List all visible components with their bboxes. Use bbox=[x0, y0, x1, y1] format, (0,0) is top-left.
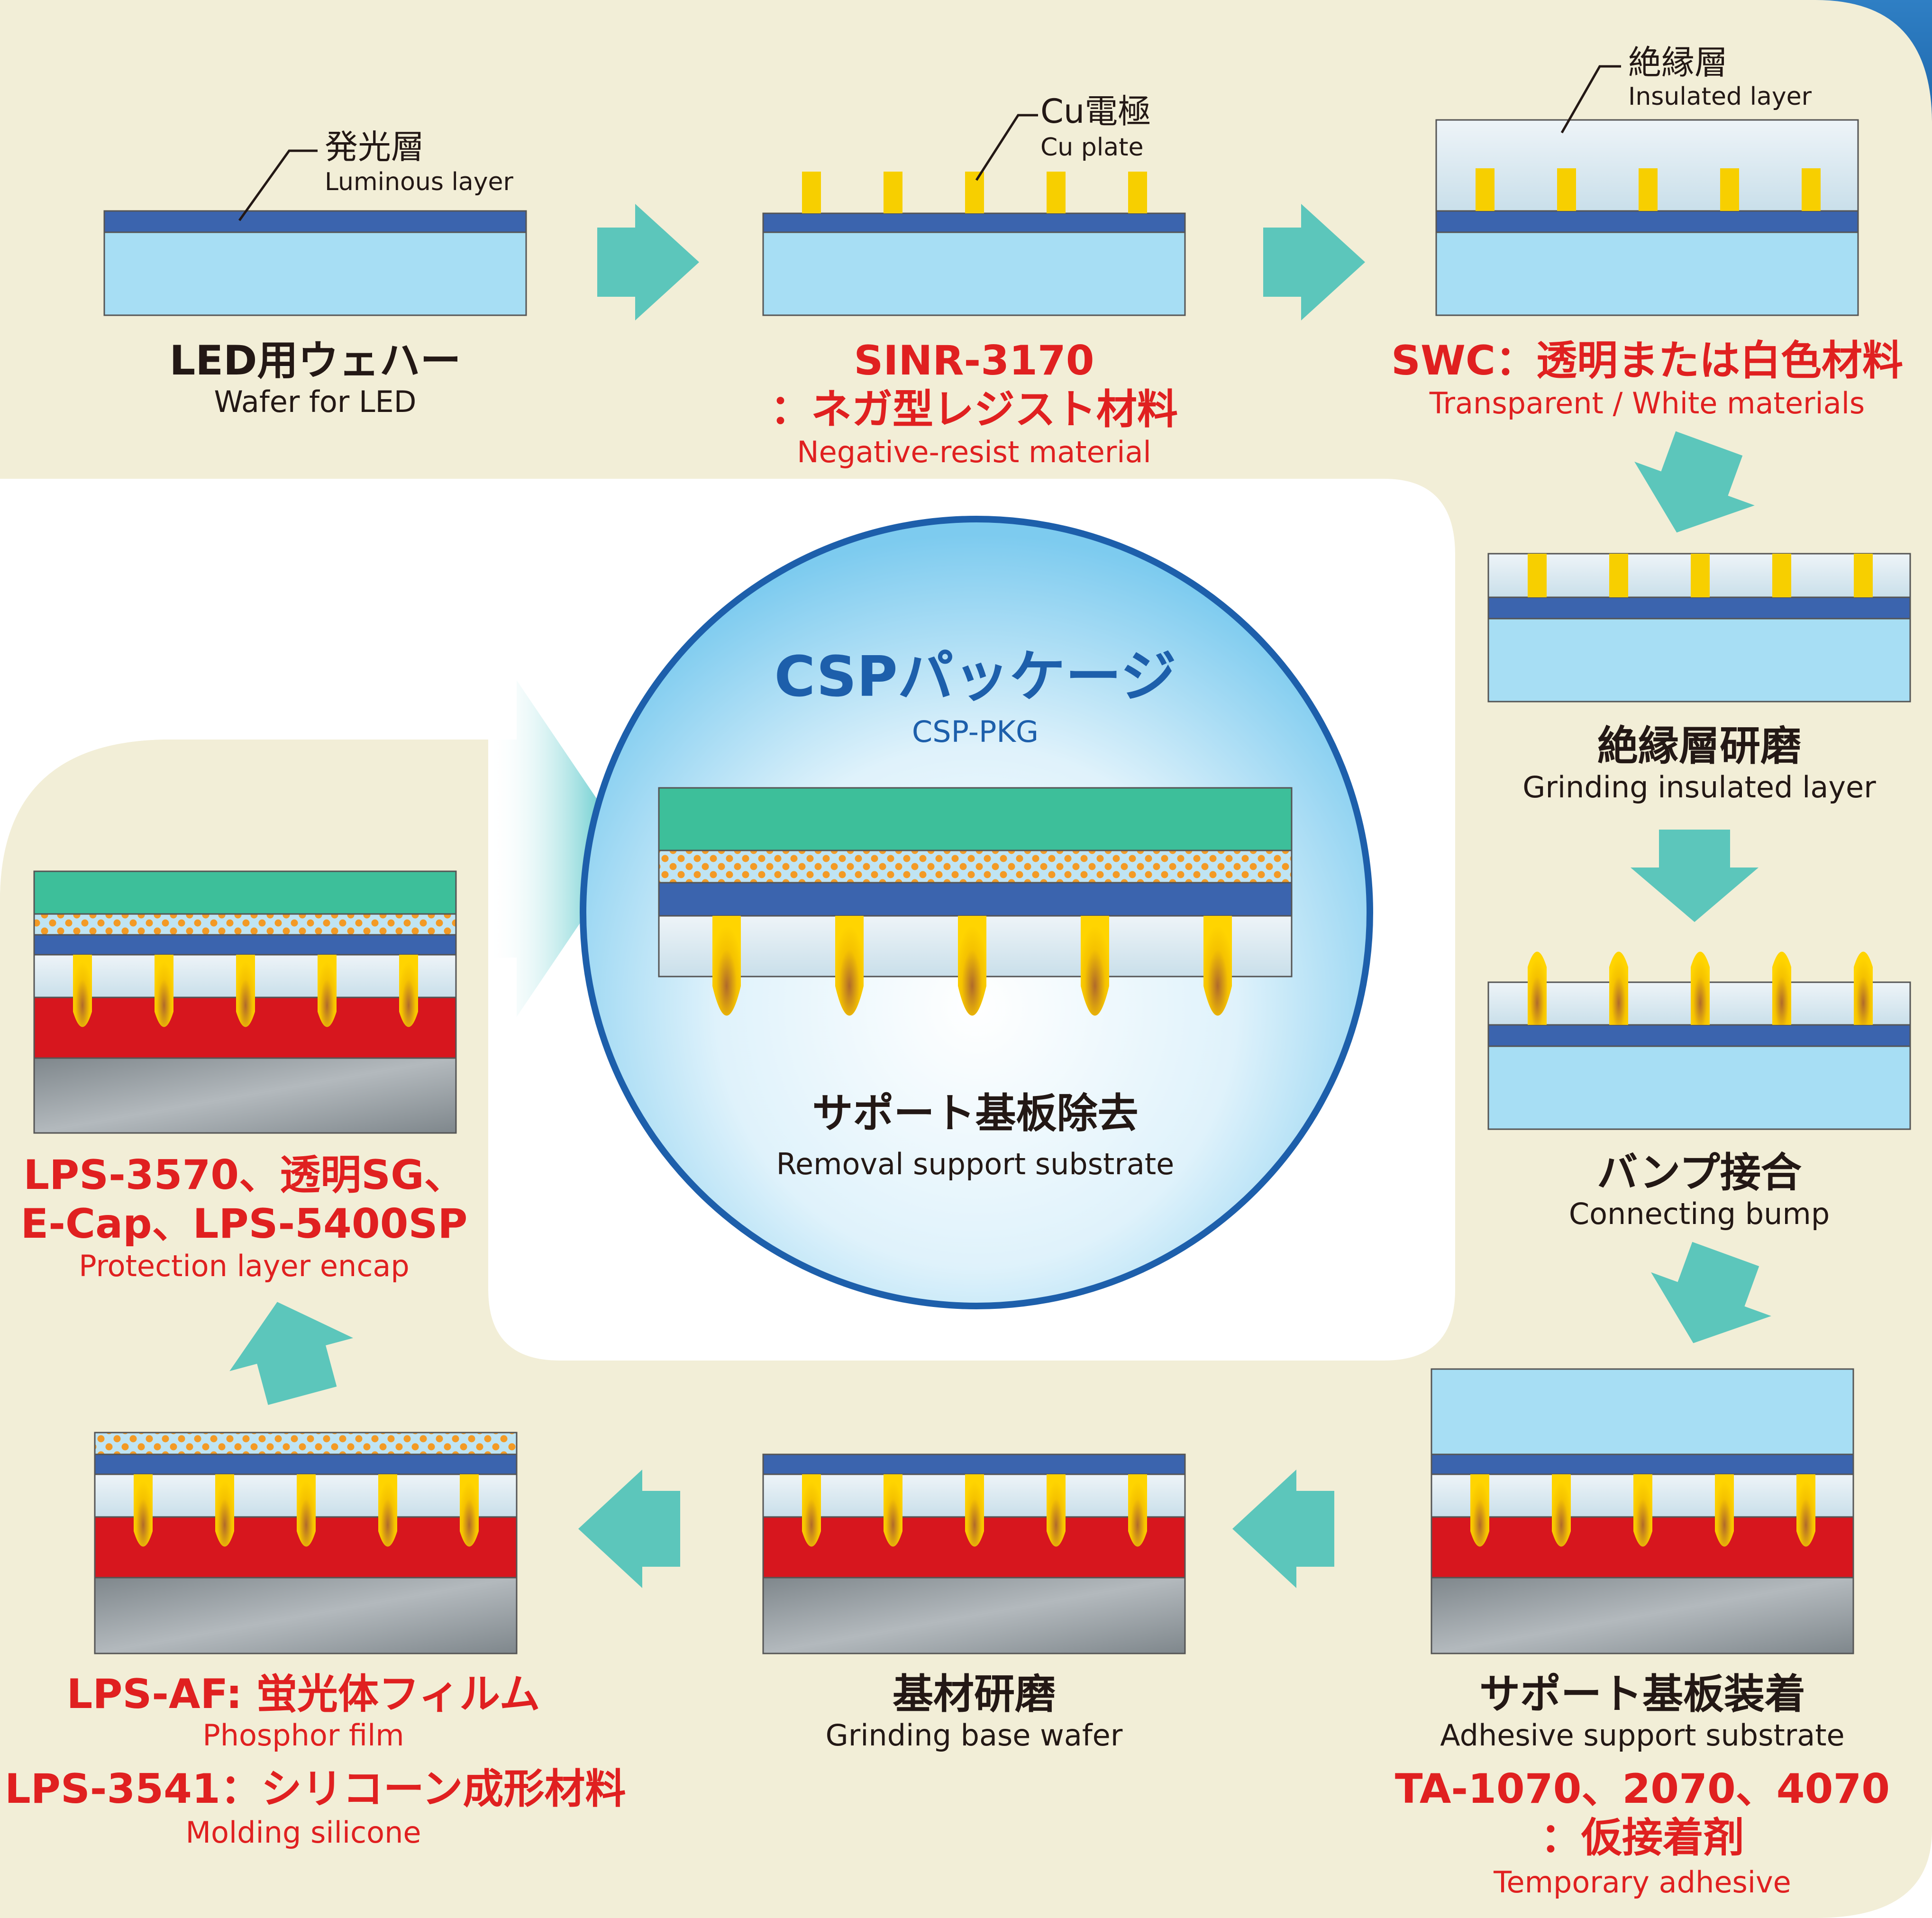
step-adhesive-extra-title2: ：仮接着剤 bbox=[1540, 1814, 1744, 1862]
callout-cu-en: Cu plate bbox=[1040, 133, 1144, 162]
center-circle bbox=[580, 516, 1373, 1309]
step-insulated-subtitle: Transparent / White materials bbox=[1429, 386, 1865, 420]
step-connecting-bump-title: バンプ接合 bbox=[1597, 1149, 1802, 1196]
big-arrow-to-center bbox=[488, 680, 630, 1017]
diagram-led-wafer bbox=[103, 149, 527, 316]
step-grinding-base-title: 基材研磨 bbox=[893, 1671, 1056, 1718]
diagram-grinding-base bbox=[762, 1453, 1186, 1654]
center-subtitle: CSP-PKG bbox=[911, 714, 1039, 749]
arrow-up-diag bbox=[229, 1302, 354, 1405]
step-led-wafer-title: LED用ウェハー bbox=[169, 337, 461, 384]
step-adhesive-extra-title: TA-1070、2070、4070 bbox=[1394, 1765, 1890, 1813]
step-led-wafer-subtitle: Wafer for LED bbox=[214, 384, 417, 419]
step-molding-title: LPS-3541：シリコーン成形材料 bbox=[5, 1765, 626, 1813]
step-protection-title2: E-Cap、LPS-5400SP bbox=[20, 1200, 468, 1248]
step-protection-title: LPS-3570、透明SG、 bbox=[23, 1151, 465, 1199]
arrow-down-1 bbox=[1631, 830, 1759, 922]
callout-line-insulated bbox=[1560, 65, 1621, 134]
callout-line-luminous bbox=[238, 149, 318, 221]
step-adhesive-extra-subtitle: Temporary adhesive bbox=[1494, 1865, 1791, 1900]
callout-line-cu bbox=[975, 114, 1038, 181]
step-connecting-bump-subtitle: Connecting bump bbox=[1568, 1196, 1830, 1231]
arrow-left-1 bbox=[1232, 1470, 1334, 1588]
step-adhesive-support-subtitle: Adhesive support substrate bbox=[1440, 1718, 1845, 1753]
diagram-phosphor-film bbox=[94, 1432, 518, 1654]
center-title: CSPパッケージ bbox=[774, 644, 1176, 709]
arrow-down-diag-2 bbox=[1651, 1242, 1771, 1343]
step-insulated-title: SWC：透明または白色材料 bbox=[1391, 337, 1903, 384]
center-step-subtitle: Removal support substrate bbox=[776, 1147, 1175, 1181]
step-adhesive-support-title: サポート基板装着 bbox=[1479, 1671, 1805, 1718]
callout-luminous-en: Luminous layer bbox=[325, 168, 513, 196]
step-grinding-base-subtitle: Grinding base wafer bbox=[825, 1718, 1123, 1753]
step-protection-subtitle: Protection layer encap bbox=[79, 1249, 410, 1283]
diagram-connecting-bump bbox=[1487, 951, 1911, 1130]
diagram-grinding-insulated bbox=[1487, 553, 1911, 703]
callout-luminous-jp: 発光層 bbox=[325, 128, 424, 166]
step-cu-plate-subtitle: Negative-resist material bbox=[797, 435, 1151, 469]
callout-insulated-en: Insulated layer bbox=[1628, 82, 1812, 111]
step-cu-plate-title2: ：ネガ型レジスト材料 bbox=[770, 386, 1178, 433]
step-grinding-insulated-title: 絶縁層研磨 bbox=[1597, 722, 1801, 770]
diagram-protection-encap bbox=[33, 870, 457, 1134]
step-phosphor-title: LPS-AF: 蛍光体フィルム bbox=[66, 1671, 540, 1718]
arrow-left-2 bbox=[578, 1470, 680, 1588]
arrow-down-diag-1 bbox=[1634, 431, 1755, 533]
flow-arrows bbox=[229, 204, 1771, 1588]
center-step-title: サポート基板除去 bbox=[812, 1090, 1139, 1137]
arrow-right-1 bbox=[597, 204, 699, 320]
callout-cu-jp: Cu電極 bbox=[1040, 92, 1151, 131]
step-cu-plate-title: SINR-3170 bbox=[854, 337, 1094, 384]
diagram-cu-plate bbox=[762, 114, 1186, 316]
diagram-insulated-layer bbox=[1435, 65, 1859, 316]
step-grinding-insulated-subtitle: Grinding insulated layer bbox=[1522, 770, 1876, 804]
diagram-adhesive-support bbox=[1431, 1368, 1854, 1654]
step-molding-subtitle: Molding silicone bbox=[185, 1815, 421, 1850]
arrow-right-2 bbox=[1263, 204, 1365, 320]
step-phosphor-subtitle: Phosphor film bbox=[202, 1718, 404, 1753]
callout-insulated-jp: 絶縁層 bbox=[1628, 43, 1728, 82]
